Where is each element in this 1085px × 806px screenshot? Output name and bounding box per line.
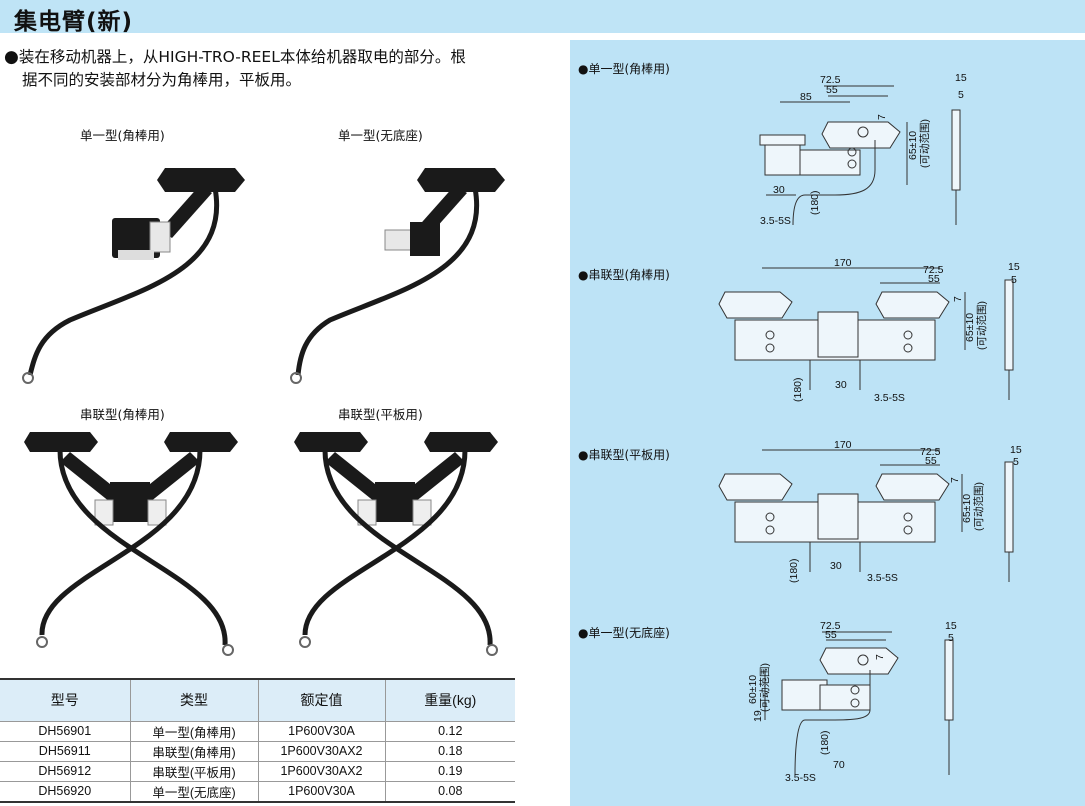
cell: DH56912 (0, 760, 130, 781)
cell: DH56920 (0, 780, 130, 802)
table-header-row: 型号 类型 额定值 重量(kg) (0, 679, 515, 721)
cell: 0.12 (384, 720, 515, 741)
dim-72-5: 72.5 (923, 264, 944, 276)
dim-85: 85 (800, 91, 812, 103)
dim-5: 5 (958, 89, 964, 101)
page-title: 集电臂(新) (14, 9, 134, 35)
diagram-title: ●串联型(角棒用) (578, 268, 670, 282)
dim-55: 55 (826, 84, 838, 96)
photo-single-nobase (290, 168, 505, 384)
cell: 1P600V30AX2 (257, 760, 385, 781)
drawing-tandem-plate (718, 449, 1014, 582)
dim-7: 7 (876, 114, 888, 120)
dim-range: 65±10 (961, 493, 973, 523)
cell: 单一型(角棒用) (129, 720, 258, 741)
cell: DH56911 (0, 740, 130, 761)
dim-range-note: (可动范围) (973, 482, 985, 531)
title-bar: 集电臂(新) (0, 0, 1085, 35)
col-header-type: 类型 (129, 679, 258, 721)
dim-5: 5 (1011, 274, 1017, 286)
dim-55: 55 (825, 629, 837, 641)
dim-180: (180) (792, 377, 804, 402)
dim-55: 55 (925, 455, 937, 467)
dim-range: 60±10 (747, 674, 759, 704)
photo-caption: 串联型(角棒用) (80, 407, 165, 422)
dim-30: 30 (773, 184, 785, 196)
cell: 串联型(角棒用) (129, 740, 258, 761)
cell: 0.19 (384, 760, 515, 781)
dim-30: 30 (830, 560, 842, 572)
bullet: ● (4, 47, 19, 67)
dim-5: 5 (1013, 456, 1019, 468)
cell: 1P600V30A (257, 720, 385, 741)
dim-30: 30 (835, 379, 847, 391)
intro-line-2: 据不同的安装部材分为角棒用，平板用。 (22, 71, 302, 89)
dim-180: (180) (809, 190, 821, 215)
dim-range-note: (可动范围) (759, 663, 771, 712)
dim-72-5: 72.5 (820, 74, 841, 86)
photo-caption: 串联型(平板用) (338, 407, 423, 422)
dim-range-note: (可动范围) (976, 301, 988, 350)
product-photos (22, 168, 505, 656)
intro-line-1: 装在移动机器上，从HIGH-TRO-REEL本体给机器取电的部分。根 (18, 48, 466, 66)
dim-15: 15 (955, 72, 967, 84)
dim-55: 55 (928, 273, 940, 285)
terminal-size: 3.5-5S (785, 772, 816, 784)
cell: 1P600V30A (257, 780, 385, 802)
dim-170: 170 (834, 439, 852, 451)
photo-single-angle (22, 168, 245, 384)
dim-7: 7 (949, 477, 961, 483)
dim-19: 19 (752, 710, 764, 722)
terminal-size: 3.5-5S (867, 572, 898, 584)
dimension-panel: ●单一型(角棒用) 72.5 55 85 7 65±10 (可动范围) 15 5… (570, 40, 1085, 806)
dim-range: 65±10 (964, 312, 976, 342)
dim-72-5: 72.5 (920, 446, 941, 458)
photo-tandem-angle (24, 432, 238, 656)
dim-7: 7 (874, 654, 886, 660)
col-header-rating: 额定值 (257, 679, 385, 721)
intro-text: ●装在移动机器上，从HIGH-TRO-REEL本体给机器取电的部分。根 据不同的… (4, 46, 524, 92)
dim-170: 170 (834, 257, 852, 269)
dim-5: 5 (948, 632, 954, 644)
cell: 单一型(无底座) (129, 780, 258, 802)
diagram-title: ●串联型(平板用) (578, 448, 670, 462)
cell: 0.18 (384, 740, 515, 761)
dim-72-5: 72.5 (820, 620, 841, 632)
dim-180: (180) (819, 730, 831, 755)
col-header-weight: 重量(kg) (384, 679, 515, 721)
dim-range: 65±10 (907, 130, 919, 160)
cell: 1P600V30AX2 (257, 740, 385, 761)
dimension-drawings (718, 85, 1014, 776)
cell: DH56901 (0, 720, 130, 741)
dim-15: 15 (945, 620, 957, 632)
photo-caption: 单一型(无底座) (338, 128, 423, 143)
drawing-single-angle (759, 85, 961, 226)
col-header-model: 型号 (50, 692, 79, 709)
drawing-single-nobase (764, 631, 954, 776)
photo-tandem-plate (294, 432, 498, 656)
dim-70: 70 (833, 759, 845, 771)
dim-7: 7 (952, 296, 964, 302)
dim-15: 15 (1008, 261, 1020, 273)
terminal-size: 3.5-5S (874, 392, 905, 404)
terminal-size: 3.5-5S (760, 215, 791, 227)
cell: 串联型(平板用) (129, 760, 258, 781)
cell: 0.08 (384, 780, 515, 802)
dim-15: 15 (1010, 444, 1022, 456)
dim-range-note: (可动范围) (919, 119, 931, 168)
photo-caption: 单一型(角棒用) (80, 128, 165, 143)
diagram-title: ●单一型(角棒用) (578, 62, 670, 76)
dim-180: (180) (788, 558, 800, 583)
diagram-title: ●单一型(无底座) (578, 626, 670, 640)
drawing-tandem-angle (718, 267, 1014, 400)
